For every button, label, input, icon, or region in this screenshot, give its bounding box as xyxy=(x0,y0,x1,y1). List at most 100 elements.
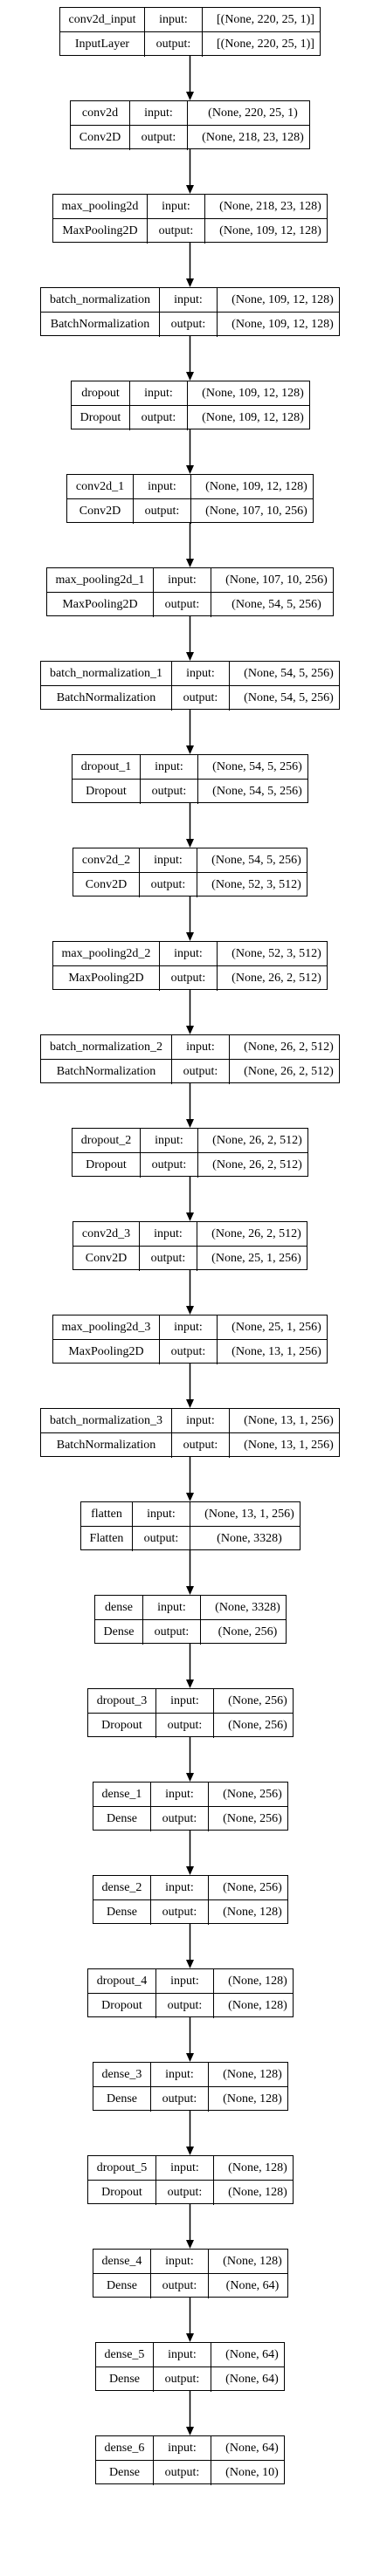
layer-type: Dense xyxy=(96,2461,154,2485)
input-shape: (None, 109, 12, 128) xyxy=(188,381,309,406)
output-shape: (None, 13, 1, 256) xyxy=(231,1345,321,1358)
output-shape: (None, 52, 3, 512) xyxy=(211,878,301,891)
layer-type: Conv2D xyxy=(73,873,140,897)
input-port-label: input: xyxy=(151,2063,209,2087)
input-shape: [(None, 220, 25, 1)] xyxy=(203,8,320,32)
layer-type: Dense xyxy=(93,1900,151,1925)
layer-type: MaxPooling2D xyxy=(53,219,148,244)
arrowhead-icon xyxy=(186,1680,194,1688)
input-shape: (None, 256) xyxy=(209,1876,287,1900)
arrowhead-icon xyxy=(186,1773,194,1782)
arrowhead-icon xyxy=(186,1119,194,1128)
output-shape: (None, 128) xyxy=(223,1906,282,1919)
layer-name: batch_normalization_1 xyxy=(41,662,172,686)
input-port-label: input: xyxy=(160,942,218,966)
input-shape: (None, 107, 10, 256) xyxy=(211,568,333,593)
layer-type: Conv2D xyxy=(71,126,130,150)
layer-type: Dropout xyxy=(73,1153,141,1178)
output-port-label: output: xyxy=(156,2181,214,2205)
output-shape: (None, 128) xyxy=(223,2092,282,2105)
output-port-label: output: xyxy=(134,499,191,524)
layer-name: dropout_4 xyxy=(88,1969,156,1994)
input-shape: (None, 109, 12, 128) xyxy=(218,288,339,313)
layer-name: conv2d_1 xyxy=(67,475,134,499)
input-port-label: input: xyxy=(172,1035,230,1060)
input-shape: (None, 109, 12, 128) xyxy=(191,475,313,499)
output-port-label: output: xyxy=(154,593,211,617)
arrowhead-icon xyxy=(186,1026,194,1034)
output-shape: (None, 54, 5, 256) xyxy=(244,691,334,704)
layer-type: Dropout xyxy=(88,1714,156,1738)
output-shape: (None, 26, 2, 512) xyxy=(244,1065,334,1078)
output-shape: (None, 10) xyxy=(225,2466,279,2479)
layer-name: dense_2 xyxy=(93,1876,151,1900)
input-shape: (None, 52, 3, 512) xyxy=(218,942,327,966)
output-port-label: output: xyxy=(172,686,230,711)
input-port-label: input: xyxy=(148,195,205,219)
input-port-label: input: xyxy=(151,1783,209,1807)
layer-type: BatchNormalization xyxy=(41,686,172,711)
input-shape: (None, 54, 5, 256) xyxy=(230,662,339,686)
layer-type: Dense xyxy=(95,1620,143,1645)
output-port-label: output: xyxy=(141,1153,198,1178)
output-port-label: output: xyxy=(130,126,188,150)
layer-name: dropout_5 xyxy=(88,2156,156,2181)
layer-name: max_pooling2d xyxy=(53,195,148,219)
input-shape: (None, 13, 1, 256) xyxy=(190,1502,300,1527)
output-port-label: output: xyxy=(160,966,218,991)
input-shape: (None, 128) xyxy=(214,1969,293,1994)
layer-type: BatchNormalization xyxy=(41,313,160,337)
layer-name: dense_5 xyxy=(96,2343,154,2367)
layer-type: Dense xyxy=(96,2367,154,2392)
output-shape: (None, 218, 23, 128) xyxy=(202,131,304,144)
arrowhead-icon xyxy=(186,1586,194,1595)
input-shape: (None, 128) xyxy=(214,2156,293,2181)
input-port-label: input: xyxy=(141,755,198,780)
layer-type: Dense xyxy=(93,2274,151,2298)
output-shape: (None, 256) xyxy=(223,1812,282,1825)
input-shape: (None, 26, 2, 512) xyxy=(198,1129,307,1153)
layer-name: max_pooling2d_2 xyxy=(53,942,160,966)
output-shape: (None, 54, 5, 256) xyxy=(231,598,321,611)
input-port-label: input: xyxy=(160,288,218,313)
input-shape: (None, 26, 2, 512) xyxy=(230,1035,339,1060)
layer-type: Dropout xyxy=(88,2181,156,2205)
output-port-label: output: xyxy=(151,2087,209,2112)
output-port-label: output: xyxy=(154,2461,211,2485)
layer-name: max_pooling2d_1 xyxy=(47,568,154,593)
output-shape: (None, 107, 10, 256) xyxy=(205,505,307,518)
layer-type: MaxPooling2D xyxy=(53,1340,160,1364)
input-shape: (None, 218, 23, 128) xyxy=(205,195,327,219)
layer-name: dense_3 xyxy=(93,2063,151,2087)
layer-type: Dense xyxy=(93,2087,151,2112)
layer-name: conv2d_input xyxy=(60,8,145,32)
input-port-label: input: xyxy=(130,101,188,126)
layer-type: Dense xyxy=(93,1807,151,1831)
output-port-label: output: xyxy=(148,219,205,244)
output-port-label: output: xyxy=(140,1247,197,1271)
input-port-label: input: xyxy=(140,1222,197,1247)
layer-type: Dropout xyxy=(72,406,130,430)
layer-type: BatchNormalization xyxy=(41,1433,172,1458)
layer-type: InputLayer xyxy=(60,32,145,57)
input-port-label: input: xyxy=(141,1129,198,1153)
input-port-label: input: xyxy=(151,2250,209,2274)
input-shape: (None, 256) xyxy=(209,1783,287,1807)
layer-name: flatten xyxy=(81,1502,133,1527)
